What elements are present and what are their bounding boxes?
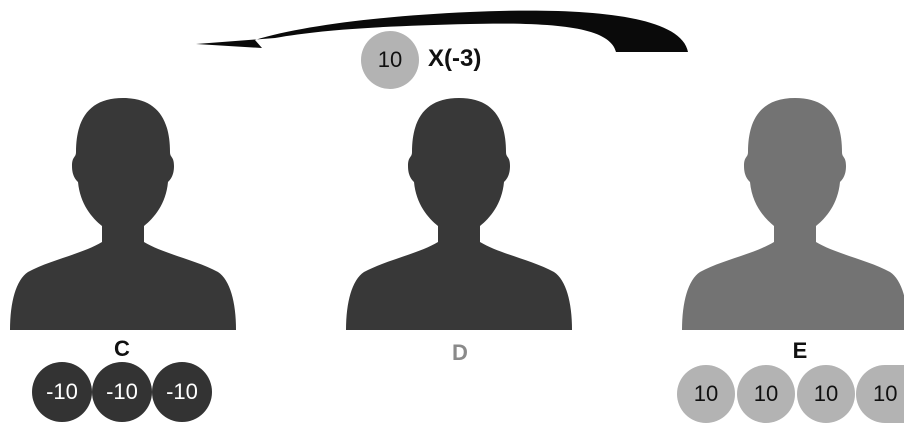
person-c-coin-2: -10	[92, 362, 152, 422]
person-e-coin-2: 10	[737, 365, 795, 423]
person-d-label: D	[452, 340, 468, 365]
person-c-coin-1: -10	[32, 362, 92, 422]
person-c-coin-3: -10	[152, 362, 212, 422]
person-e-coin-3: 10	[797, 365, 855, 423]
person-e	[682, 96, 904, 332]
person-d-silhouette	[346, 98, 572, 330]
transfer-coin: 10	[361, 31, 419, 89]
transfer-coin-value: 10	[377, 47, 403, 72]
person-e-label: E	[792, 338, 808, 363]
person-c-silhouette	[10, 98, 236, 330]
person-d	[346, 96, 572, 332]
person-c	[10, 96, 236, 332]
person-e-coin-4: 10	[856, 365, 904, 423]
transfer-arrow	[196, 10, 688, 52]
arrow-body	[196, 10, 688, 52]
person-e-coin-1: 10	[677, 365, 735, 423]
person-c-label: C	[114, 336, 130, 361]
person-e-silhouette	[682, 98, 904, 330]
transfer-multiplier: X(-3)	[428, 45, 482, 72]
